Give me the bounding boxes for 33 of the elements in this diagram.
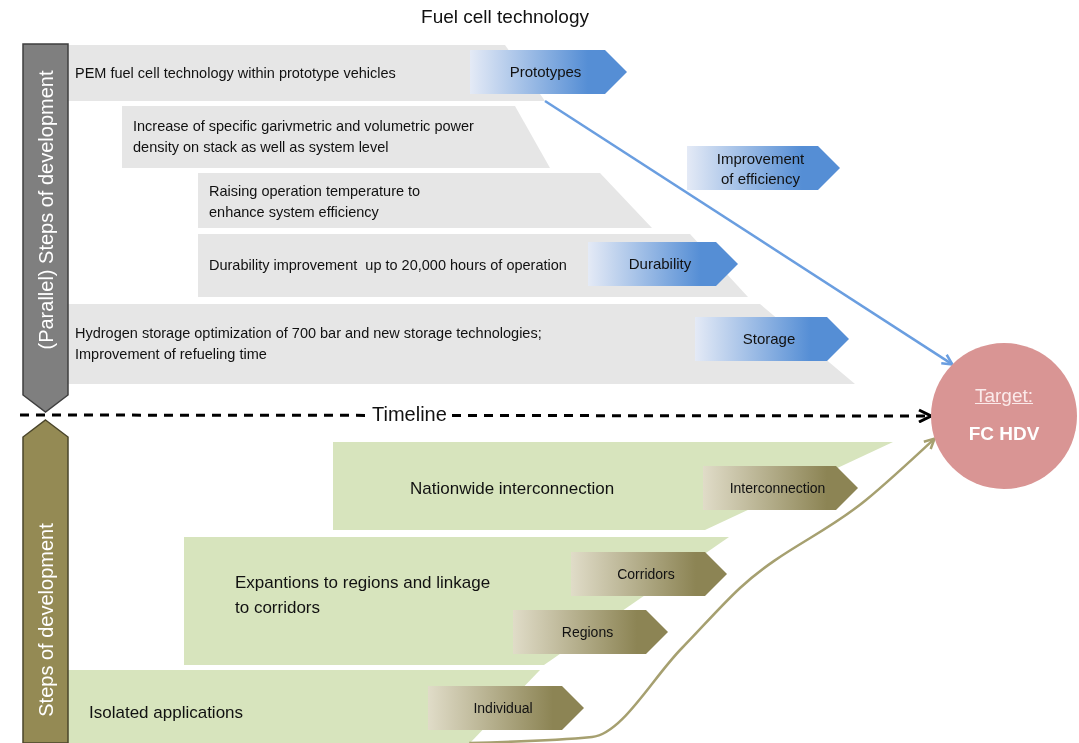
step-description: Isolated applications (89, 702, 244, 724)
target-heading: Target: (973, 385, 1035, 407)
stage-label: Improvement of efficiency (715, 148, 806, 188)
step-description: Nationwide interconnection (410, 478, 615, 500)
stage-label: Prototypes (508, 62, 583, 82)
category-band (23, 420, 68, 743)
step-description: Raising operation temperature to enhance system efficiency (209, 182, 422, 222)
step-panel (198, 173, 652, 228)
stage-tag (428, 686, 584, 730)
step-panel (122, 106, 550, 168)
stage-label: Durability (627, 254, 693, 274)
stage-tag (470, 50, 627, 94)
target-circle (931, 343, 1077, 489)
arrow (544, 99, 954, 366)
arrow (20, 408, 933, 424)
diagram-title: Fuel cell technology (420, 6, 590, 28)
stage-label: Regions (560, 622, 615, 642)
step-description: Durability improvement up to 20,000 hours of operation (209, 256, 567, 275)
stage-label: Interconnection (728, 478, 827, 498)
step-description: Expantions to regions and linkage to corridors (235, 572, 492, 619)
stage-label: Individual (472, 698, 534, 718)
step-description: PEM fuel cell technology within prototype vehicles (75, 64, 396, 83)
step-panel (68, 304, 855, 384)
stage-label: Corridors (616, 564, 676, 584)
band-label: (Parallel) Steps of development (34, 70, 57, 350)
stage-label: Storage (741, 329, 797, 349)
step-description: Hydrogen storage optimization of 700 bar and new storage technologies; Improvement of refueling time (75, 324, 543, 364)
stage-tag (687, 146, 840, 190)
arrow (469, 437, 936, 743)
target-label: FC HDV (967, 423, 1041, 445)
step-description: Increase of specific garivmetric and volumetric power density on stack as well as system level (133, 117, 475, 157)
band-label: Steps of development (34, 523, 57, 717)
category-band (23, 44, 68, 412)
